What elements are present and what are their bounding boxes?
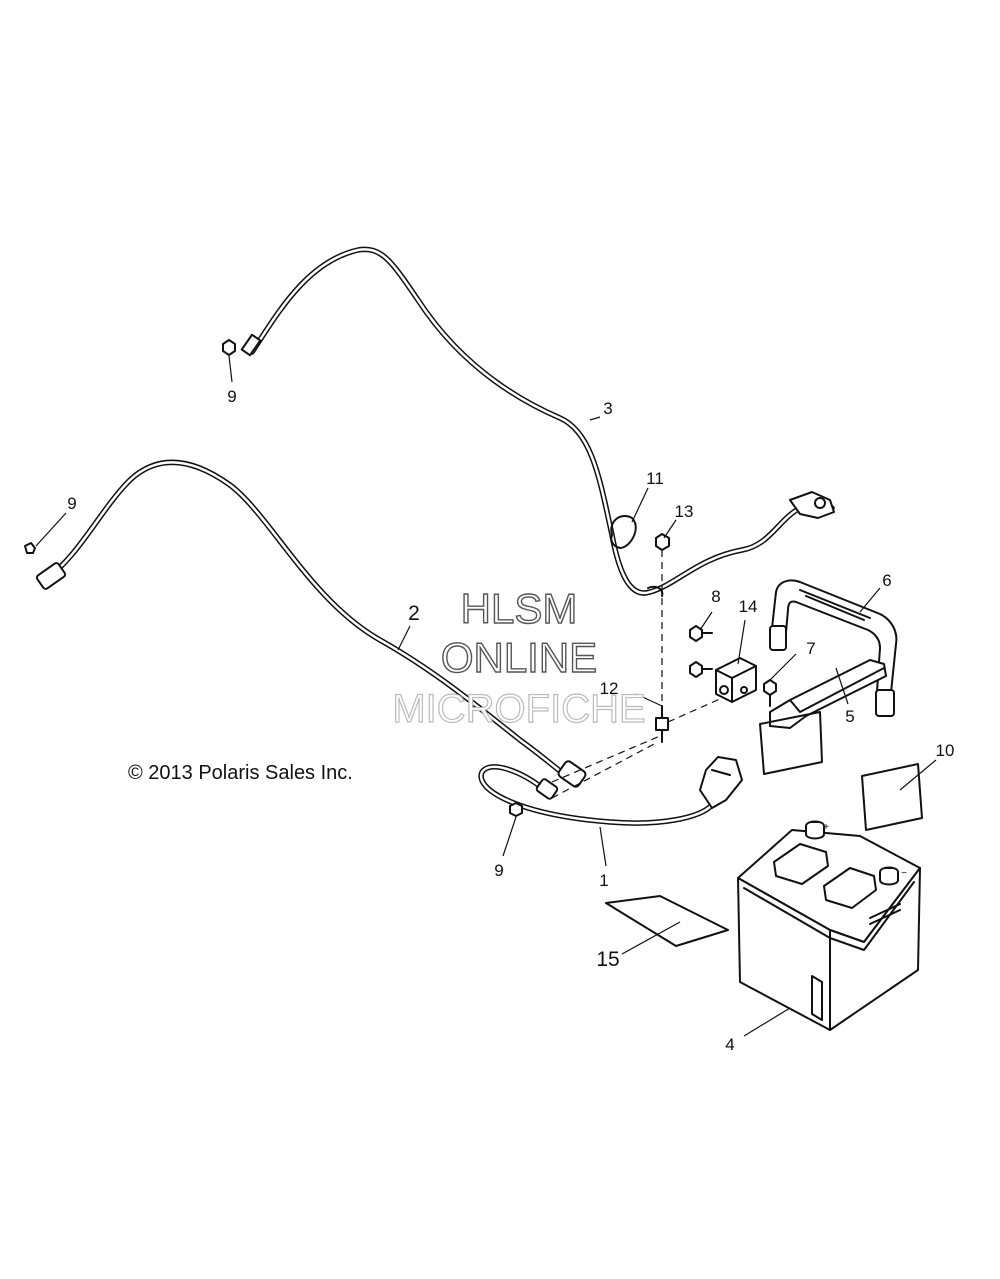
callout-4: 4 xyxy=(725,1035,734,1054)
callout-6: 6 xyxy=(882,571,891,590)
screw-8-upper xyxy=(689,625,713,642)
screw-8-lower xyxy=(689,661,713,678)
callout-3: 3 xyxy=(603,399,612,418)
nut-9-top xyxy=(222,339,236,356)
callout-11: 11 xyxy=(646,469,664,488)
svg-text:+: + xyxy=(823,822,829,833)
nut-9-left xyxy=(24,542,36,554)
nut-9-bottom xyxy=(509,802,523,817)
leader-lines xyxy=(35,355,937,1037)
cable-3 xyxy=(240,246,835,596)
decal-rect-small xyxy=(759,711,823,775)
callout-13: 13 xyxy=(675,502,694,521)
cable-2 xyxy=(35,459,587,788)
watermark-line-3: MICROFICHE xyxy=(392,687,645,731)
bolt-7 xyxy=(763,679,777,707)
callout-8: 8 xyxy=(711,587,720,606)
callout-labels: 1 2 3 4 5 6 7 8 9 9 9 10 11 12 13 14 15 xyxy=(67,387,954,1054)
callout-9-bottom: 9 xyxy=(494,861,503,880)
cable-1 xyxy=(478,756,743,826)
svg-text:−: − xyxy=(901,868,907,879)
clip-13 xyxy=(647,533,670,597)
callout-9-top: 9 xyxy=(227,387,236,406)
callout-15: 15 xyxy=(596,948,619,971)
decal-15 xyxy=(605,895,729,947)
relay-14 xyxy=(715,657,757,703)
callout-1: 1 xyxy=(599,871,608,890)
watermark-line-2: ONLINE xyxy=(441,634,597,681)
watermark-line-1: HLSM xyxy=(461,585,578,632)
cable-tie-11 xyxy=(610,515,637,549)
callout-14: 14 xyxy=(739,597,758,616)
callout-7: 7 xyxy=(806,639,815,658)
callout-5: 5 xyxy=(845,707,854,726)
callout-9-left: 9 xyxy=(67,494,76,513)
callout-10: 10 xyxy=(936,741,955,760)
watermark: HLSM ONLINE MICROFICHE xyxy=(392,584,647,731)
copyright-notice: © 2013 Polaris Sales Inc. xyxy=(128,762,353,784)
battery-4: + − xyxy=(737,820,921,1031)
hold-down-strap-6 xyxy=(769,579,898,717)
decal-10 xyxy=(861,763,923,831)
callout-2: 2 xyxy=(408,602,420,625)
callout-12: 12 xyxy=(600,679,619,698)
bracket-5 xyxy=(769,659,887,729)
